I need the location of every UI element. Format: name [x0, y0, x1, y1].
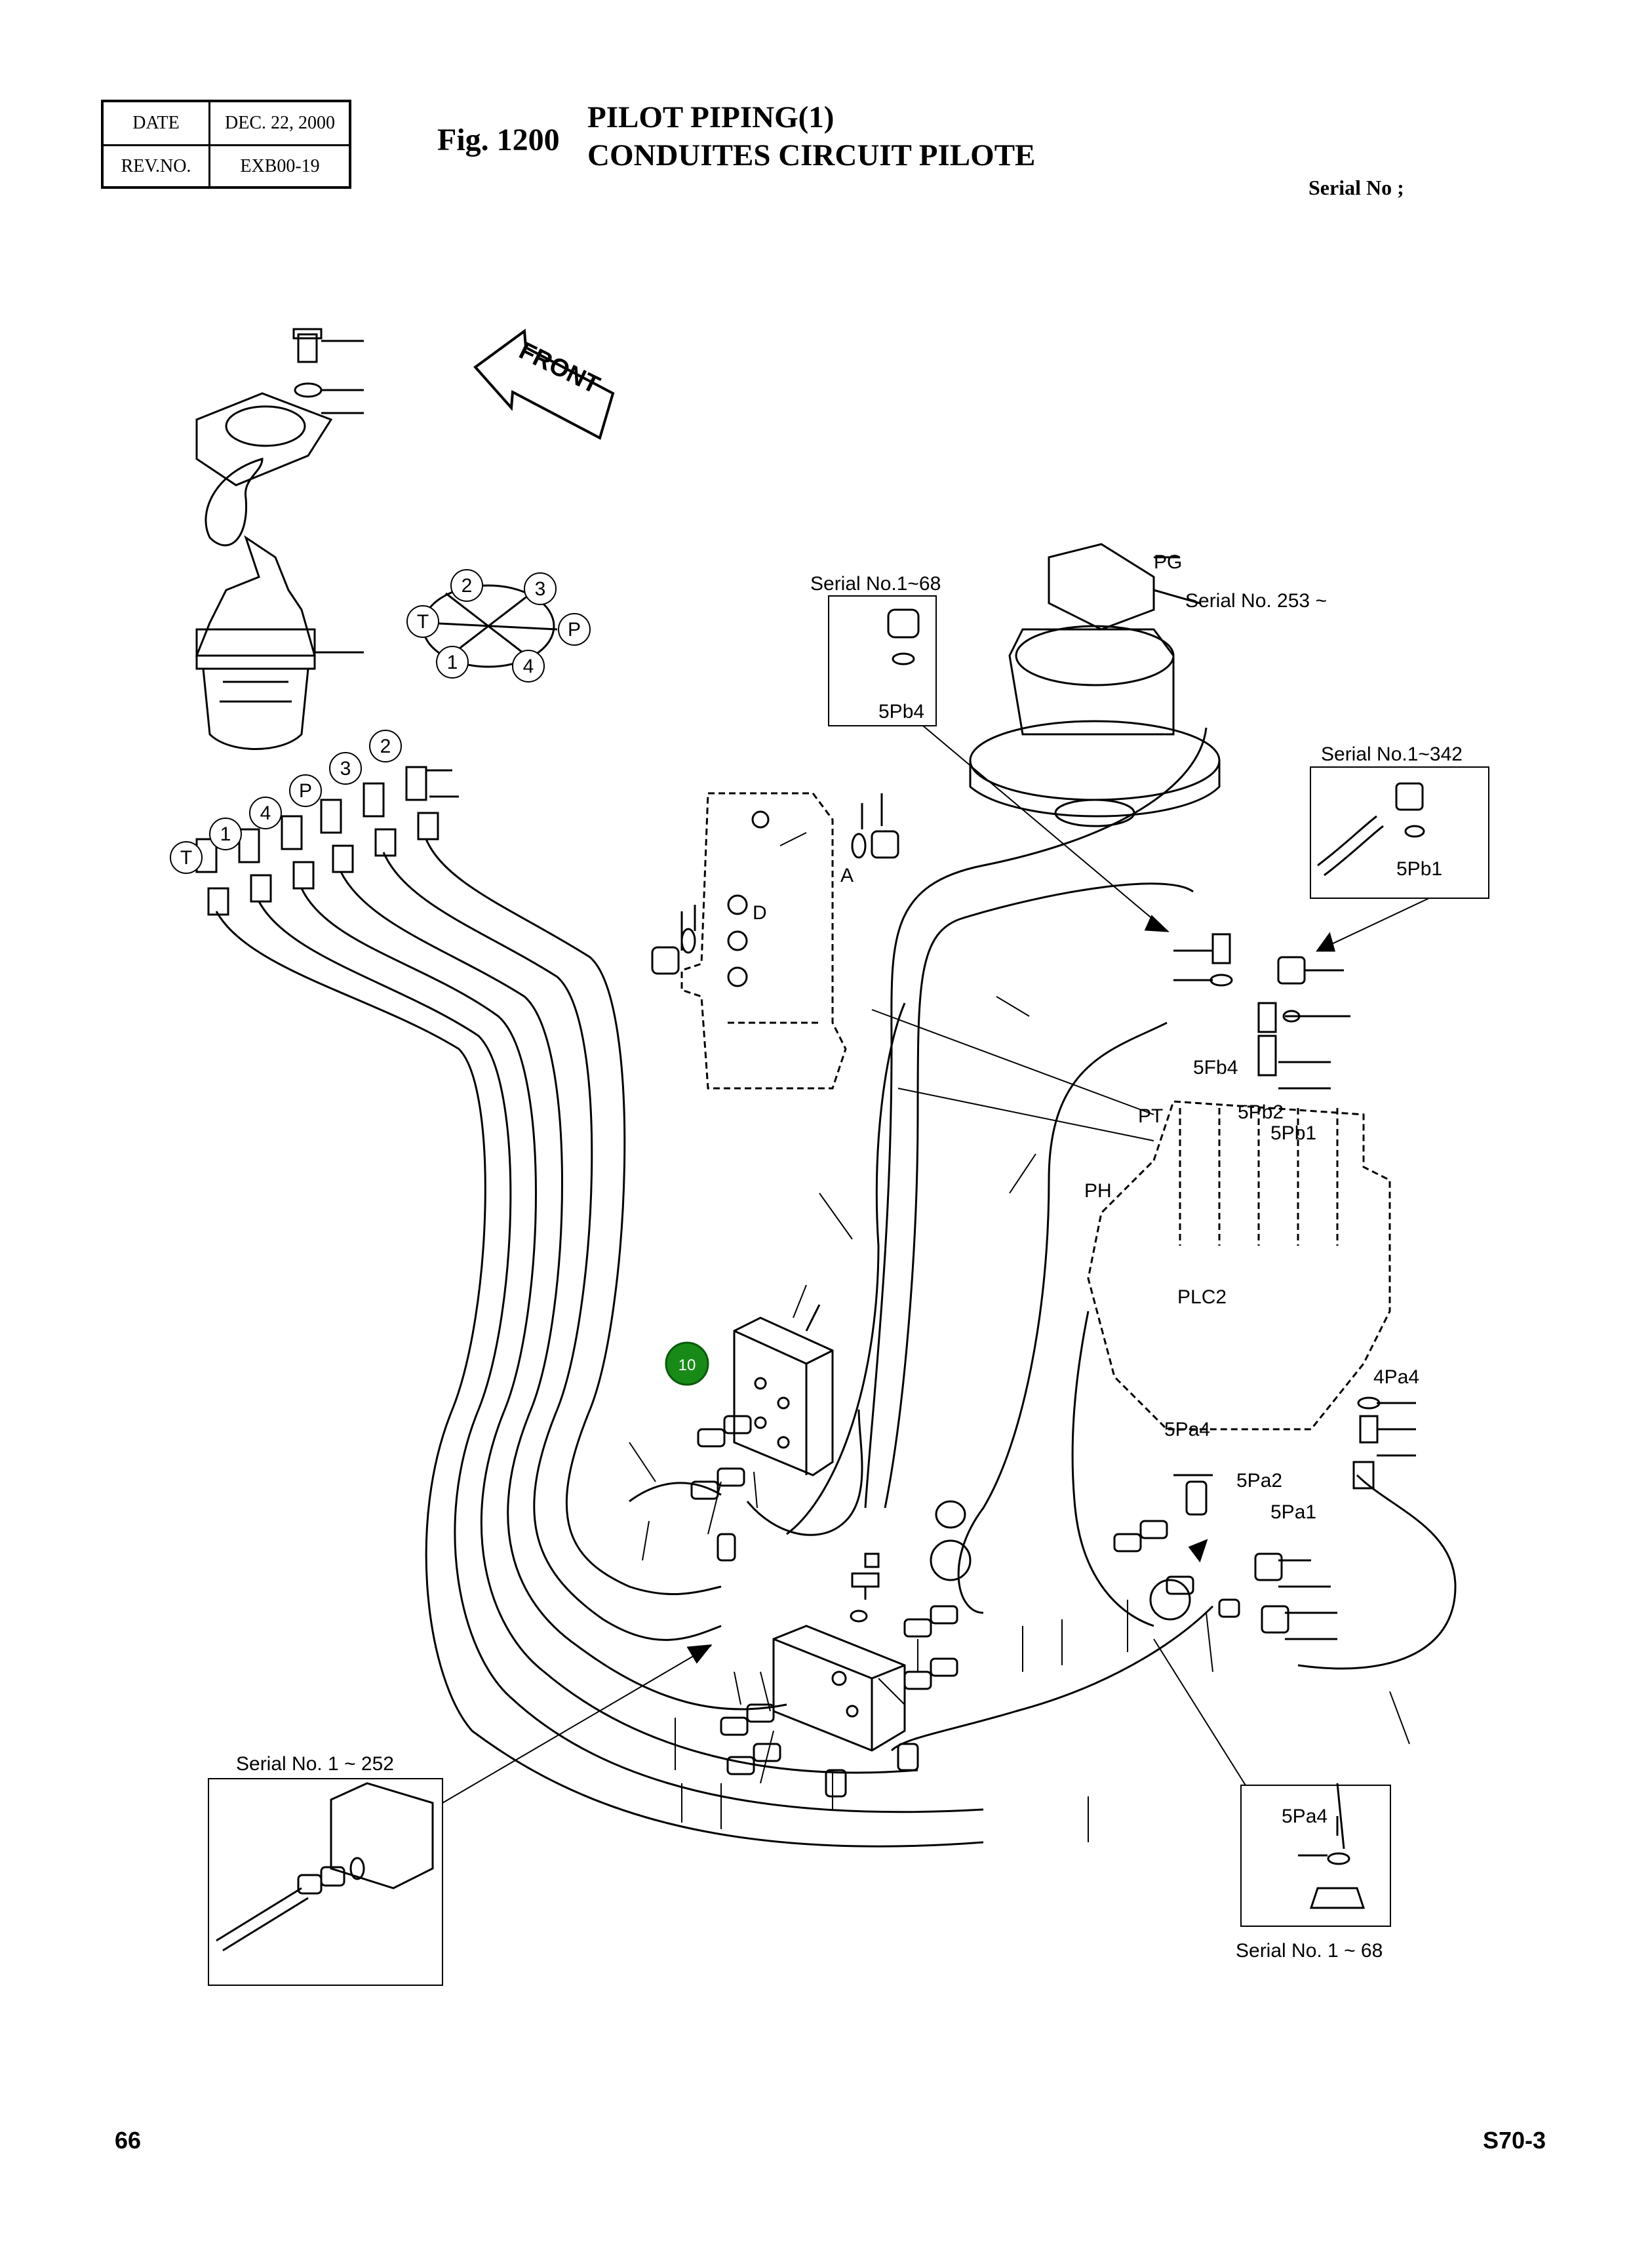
- date-label: DATE: [132, 113, 180, 133]
- port-PH: PH: [1084, 1180, 1112, 1202]
- port-5Fb4: 5Fb4: [1193, 1057, 1238, 1078]
- port-PT: PT: [1138, 1105, 1163, 1127]
- port-circle-4: 4: [260, 802, 271, 824]
- callout-badge: 10: [665, 1341, 709, 1386]
- oct-circle-2: 2: [462, 575, 473, 597]
- inset-serial-1-252: Serial No. 1 ~ 252: [236, 1753, 394, 1775]
- serial-label: Serial No ;: [1308, 176, 1404, 199]
- inset-contents: [216, 608, 1425, 1952]
- oct-circle-1: 1: [447, 652, 458, 673]
- title-line-1: PILOT PIPING(1): [587, 100, 835, 134]
- title-line-2: CONDUITES CIRCUIT PILOTE: [587, 138, 1036, 172]
- valve-fittings: [651, 793, 899, 987]
- inset-serial-1-342: Serial No.1~342: [1321, 743, 1463, 765]
- port-circle-P: P: [299, 780, 312, 802]
- inset-serial-1-68-bottom: Serial No. 1 ~ 68: [1236, 1940, 1383, 1962]
- lower-manifold: [772, 1572, 906, 1752]
- inset-5Pa4-label: 5Pa4: [1282, 1806, 1328, 1827]
- date-value: DEC. 22, 2000: [225, 113, 335, 133]
- port-4Pa4: 4Pa4: [1373, 1366, 1419, 1388]
- pointer-arrows: [686, 915, 1335, 1664]
- port-5Pa4: 5Pa4: [1164, 1419, 1210, 1440]
- control-valve: [1087, 1100, 1391, 1431]
- lower-fittings: [690, 1415, 1240, 1798]
- inset-5Pb1-label: 5Pb1: [1396, 858, 1442, 880]
- swivel-valve: [680, 792, 847, 1090]
- oct-circle-T: T: [417, 611, 429, 633]
- inset-serial-1-68-top: Serial No.1~68: [810, 573, 941, 595]
- inset-5Pb4-label: 5Pb4: [878, 701, 924, 722]
- port-5Pa1: 5Pa1: [1270, 1501, 1316, 1523]
- port-circle-2: 2: [380, 736, 391, 757]
- rev-label: REV.NO.: [121, 156, 191, 176]
- oct-circle-3: 3: [535, 578, 546, 600]
- swing-motor: [969, 543, 1221, 827]
- right-fittings: [1173, 933, 1416, 1640]
- port-circle-labels: T 1 4 P 3 2 2 3 T P 1 4: [170, 569, 591, 874]
- oct-circle-4: 4: [523, 656, 534, 677]
- rev-value: EXB00-19: [240, 156, 320, 176]
- joystick-hoses: [195, 766, 984, 1848]
- inset-serial-253: Serial No. 253 ~: [1185, 590, 1327, 612]
- leader-lines: [629, 832, 1410, 1842]
- port-5Pb2: 5Pb2: [1238, 1101, 1284, 1123]
- inset-boxes: [208, 595, 1489, 1986]
- valve-port-A: A: [840, 865, 854, 886]
- callout-badge-number: 10: [678, 1356, 696, 1374]
- port-5Pb1: 5Pb1: [1270, 1122, 1316, 1144]
- port-circle-1: 1: [220, 823, 231, 845]
- valve-port-D: D: [753, 902, 767, 924]
- figure-title: PILOT PIPING(1) CONDUITES CIRCUIT PILOTE: [587, 98, 1035, 174]
- port-PG: PG: [1154, 551, 1182, 573]
- model-code: S70-3: [1483, 2127, 1546, 2154]
- page-number: 66: [115, 2127, 142, 2154]
- left-manifold: [733, 1304, 834, 1476]
- main-hoses: [629, 727, 1457, 1752]
- figure-number: Fig. 1200: [437, 123, 560, 157]
- port-circle-T: T: [180, 847, 192, 869]
- oct-circle-P: P: [568, 619, 581, 641]
- port-5Pa2: 5Pa2: [1236, 1470, 1282, 1492]
- port-PLC2: PLC2: [1177, 1286, 1227, 1308]
- joystick-assembly: [195, 328, 364, 750]
- revision-table: DATE DEC. 22, 2000 REV.NO. EXB00-19: [101, 100, 351, 189]
- port-circle-3: 3: [340, 758, 351, 780]
- front-arrow: [473, 328, 615, 440]
